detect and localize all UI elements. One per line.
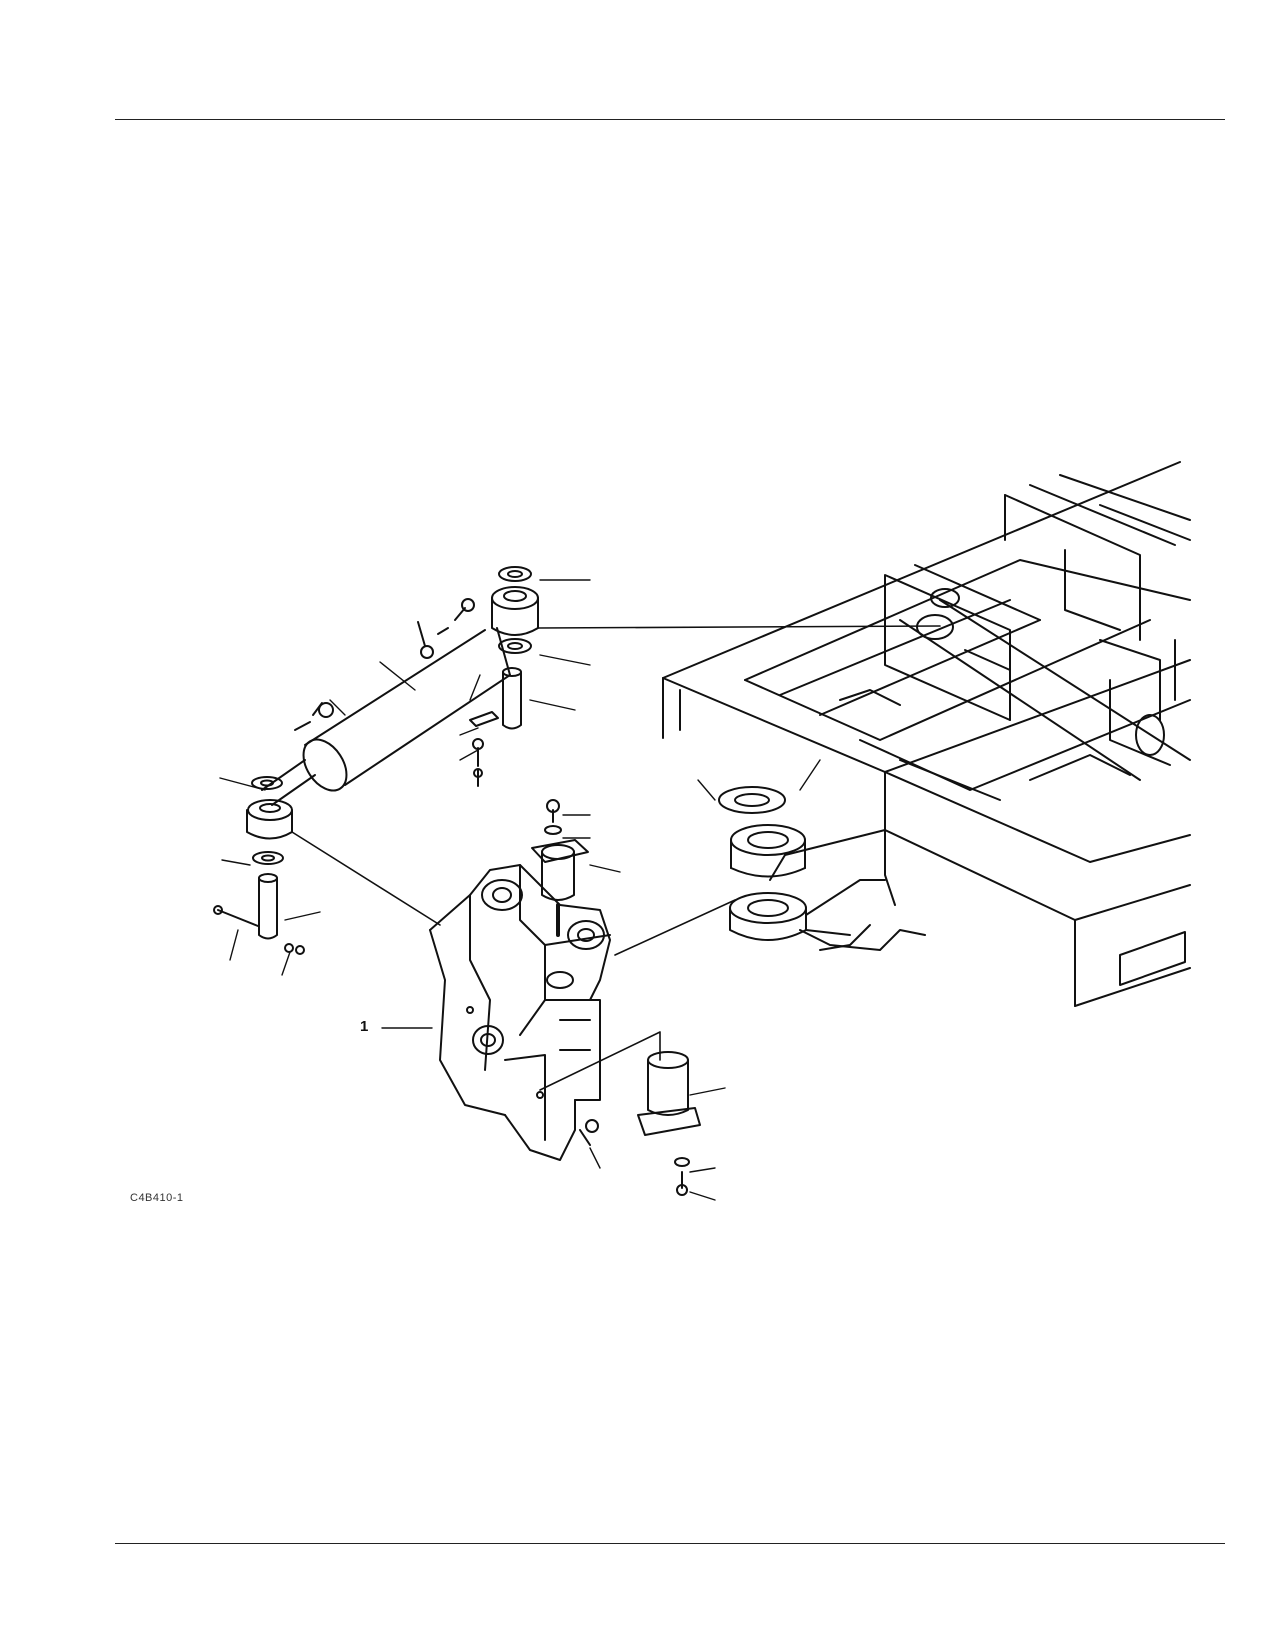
cylinder-hardware <box>213 566 532 955</box>
assembly-lines <box>291 625 941 1091</box>
callout-label: 1 <box>360 1018 369 1035</box>
figure-reference: C4B410-1 <box>130 1192 184 1204</box>
vehicle-frame <box>662 461 1191 1007</box>
header-rule <box>115 119 1225 120</box>
leader-lines <box>219 579 821 1201</box>
steering-knuckle <box>429 864 611 1161</box>
lower-kingpin-assembly <box>637 1051 701 1196</box>
steering-cylinder <box>246 586 539 840</box>
upper-kingpin-assembly <box>531 799 589 937</box>
footer-rule <box>115 1543 1225 1544</box>
frame-bushing-stack <box>718 786 886 941</box>
